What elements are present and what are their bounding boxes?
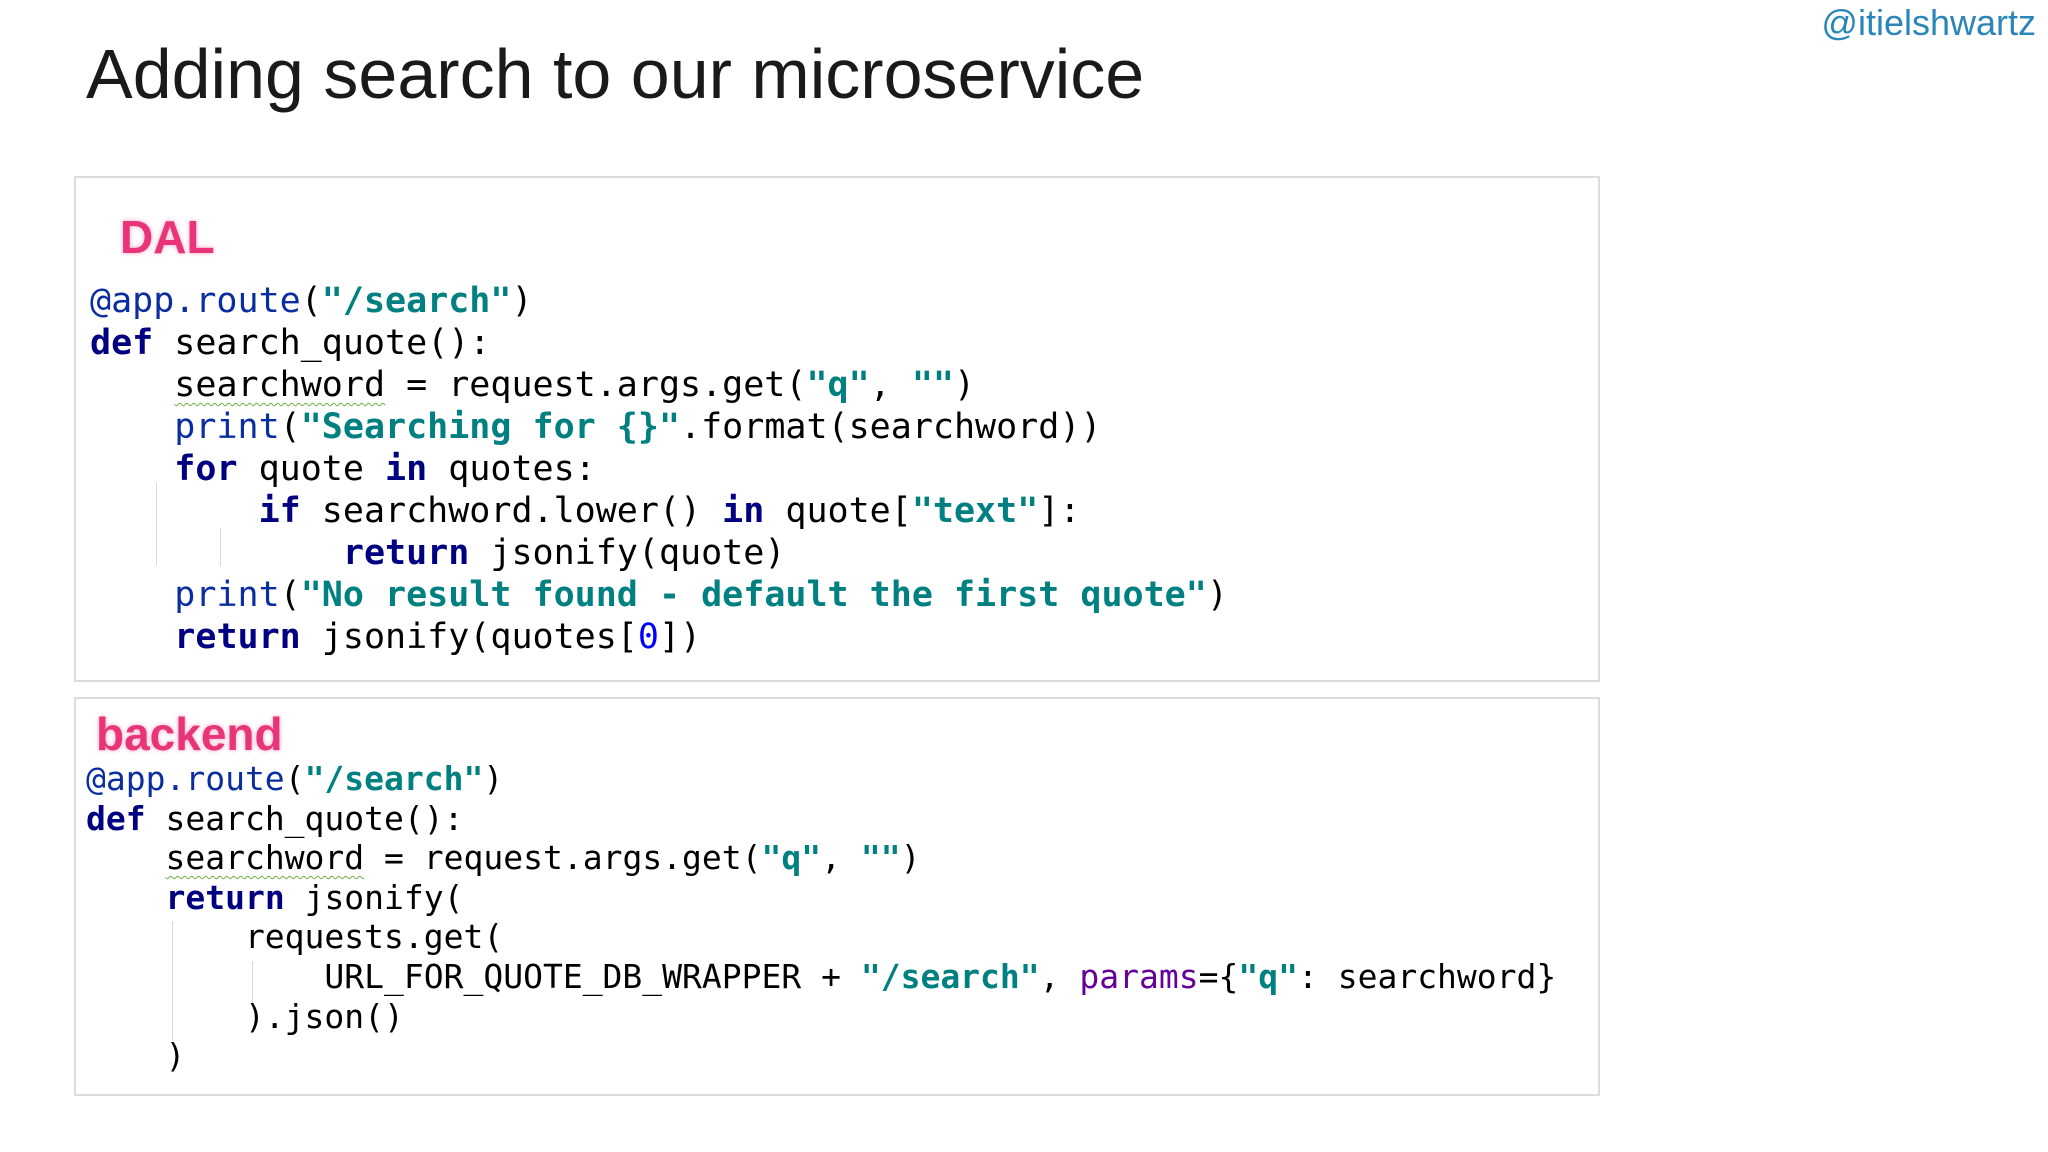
dal-code-panel: DAL @app.route("/search")def search_quot… (74, 176, 1600, 682)
code-token: "/search" (304, 759, 484, 798)
code-line: def search_quote(): (86, 799, 1556, 839)
backend-code-block: @app.route("/search")def search_quote():… (86, 759, 1556, 1076)
backend-label: backend (96, 708, 283, 760)
slide-title: Adding search to our microservice (86, 35, 1145, 113)
code-line: requests.get( (86, 917, 1556, 957)
code-token: = request.args.get( (385, 365, 807, 405)
code-line: @app.route("/search") (86, 759, 1556, 799)
code-token: ) (900, 838, 921, 878)
indent-guide (220, 528, 221, 566)
code-token: in (385, 449, 428, 489)
dal-code-block: @app.route("/search")def search_quote():… (90, 280, 1228, 658)
code-token: jsonify(quotes[ (300, 617, 638, 657)
code-token: def (86, 798, 146, 838)
code-token: "" (860, 838, 901, 878)
code-token: return (342, 533, 470, 573)
code-token (90, 533, 343, 573)
code-token: ) (483, 759, 504, 798)
code-line: ) (86, 1036, 1556, 1076)
code-line: for quote in quotes: (90, 448, 1228, 490)
indent-guide (156, 483, 157, 565)
code-token: ]: (1038, 491, 1081, 531)
code-line: print("No result found - default the fir… (90, 574, 1228, 616)
code-token: if (258, 491, 301, 531)
code-token: "/search" (321, 281, 512, 321)
code-token: "/search" (860, 956, 1040, 996)
code-token: "q" (1238, 956, 1298, 996)
code-token: ={ (1198, 956, 1239, 996)
code-token: in (722, 491, 765, 531)
code-line: if searchword.lower() in quote["text"]: (90, 490, 1228, 532)
code-token: ( (300, 281, 322, 321)
code-token: @app.route (90, 281, 301, 321)
code-token: ) (953, 365, 976, 405)
code-line: @app.route("/search") (90, 280, 1228, 322)
code-token: ) (1206, 575, 1228, 615)
dal-label: DAL (120, 211, 215, 263)
code-token: params (1079, 956, 1199, 996)
code-token: quote (237, 449, 386, 489)
code-token: def (90, 323, 154, 363)
code-token: URL_FOR_QUOTE_DB_WRAPPER + (86, 956, 861, 996)
code-token: ( (284, 759, 305, 798)
code-token: , (869, 365, 912, 405)
code-token: ]) (658, 617, 702, 657)
code-line: return jsonify( (86, 878, 1556, 918)
code-token: , (1039, 956, 1080, 996)
code-token: "text" (911, 491, 1039, 531)
code-line: return jsonify(quotes[0]) (90, 616, 1228, 658)
code-token: ( (279, 407, 301, 447)
code-token: ( (279, 575, 301, 615)
code-token: "q" (806, 365, 870, 405)
code-token: return (165, 877, 285, 917)
code-line: def search_quote(): (90, 322, 1228, 364)
code-token: "q" (761, 838, 822, 878)
code-token: return (174, 617, 301, 657)
code-token (90, 365, 174, 405)
backend-code-panel: backend @app.route("/search")def search_… (74, 697, 1600, 1096)
code-token: ).json() (86, 996, 404, 1036)
author-handle: @itielshwartz (1821, 2, 2036, 43)
code-token: jsonify( (284, 877, 464, 917)
code-token: : searchword} (1297, 956, 1557, 996)
code-token: = request.args.get( (364, 838, 762, 878)
code-token: "Searching for {}" (300, 407, 681, 447)
code-token (86, 838, 165, 877)
code-token: search_quote(): (145, 798, 464, 838)
code-line: searchword = request.args.get("q", "") (90, 364, 1228, 406)
code-token: "" (911, 365, 954, 405)
code-token: searchword (174, 365, 386, 405)
code-token: .format(searchword)) (680, 407, 1102, 447)
code-line: searchword = request.args.get("q", "") (86, 838, 1556, 878)
code-line: URL_FOR_QUOTE_DB_WRAPPER + "/search", pa… (86, 957, 1556, 997)
code-token: quote[ (764, 491, 912, 531)
code-token: for (174, 449, 238, 489)
code-token (90, 407, 174, 447)
code-token: , (821, 838, 861, 878)
code-token: jsonify(quote) (469, 533, 786, 573)
code-token: print (174, 575, 280, 615)
code-token: search_quote(): (153, 323, 491, 363)
code-token: requests.get( (86, 917, 504, 957)
code-token: quotes: (427, 449, 596, 489)
code-token (90, 491, 259, 531)
code-token: ) (86, 1036, 186, 1076)
indent-guide (252, 961, 253, 1003)
code-token: ) (511, 281, 533, 321)
code-token: 0 (637, 617, 659, 657)
code-token: print (174, 407, 280, 447)
code-line: return jsonify(quote) (90, 532, 1228, 574)
code-token: searchword (165, 838, 365, 878)
code-line: ).json() (86, 997, 1556, 1037)
code-token (90, 617, 174, 657)
code-token: @app.route (86, 759, 285, 798)
code-line: print("Searching for {}".format(searchwo… (90, 406, 1228, 448)
code-token (90, 575, 174, 615)
code-token: "No result found - default the first quo… (300, 575, 1207, 615)
code-token (90, 449, 174, 489)
code-token (86, 878, 165, 917)
code-token: searchword.lower() (300, 491, 723, 531)
indent-guide (172, 921, 173, 1041)
